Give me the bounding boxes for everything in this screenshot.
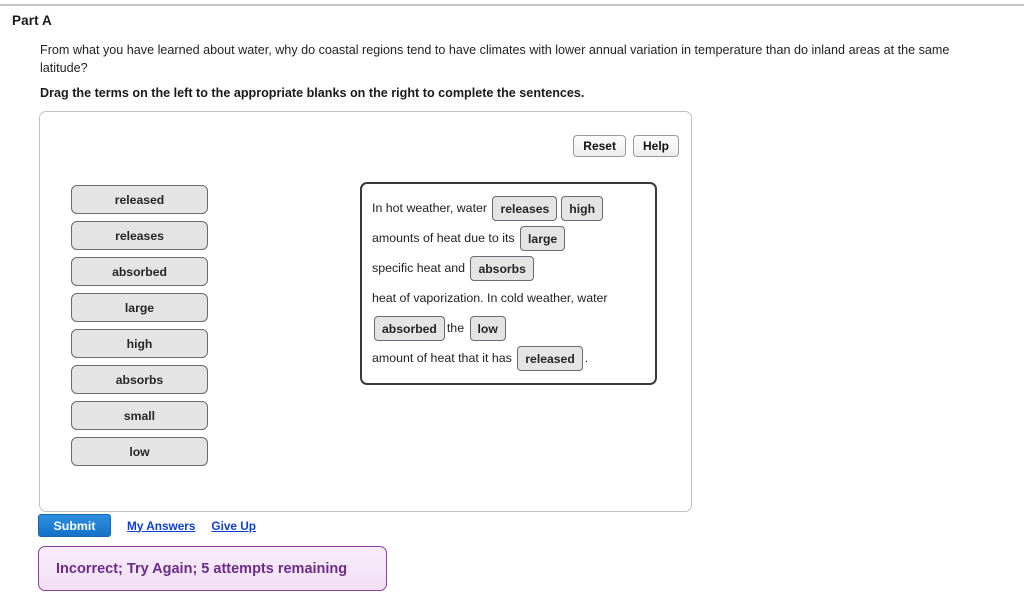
terms-bank: released releases absorbed large high absorbs… (71, 185, 208, 466)
panel-toolbar: Reset Help (573, 135, 679, 157)
filled-blank-released[interactable]: released (517, 346, 583, 372)
my-answers-link[interactable]: My Answers (127, 518, 196, 533)
page-title: Part A (12, 13, 52, 28)
term-tile-absorbs[interactable]: absorbs (71, 365, 208, 394)
action-row: Submit My Answers Give Up (38, 514, 256, 537)
activity-panel: Reset Help released releases absorbed large… (39, 111, 692, 512)
term-tile-low[interactable]: low (71, 437, 208, 466)
term-tile-large[interactable]: large (71, 293, 208, 322)
term-tile-high[interactable]: high (71, 329, 208, 358)
filled-blank-high[interactable]: high (561, 196, 604, 222)
top-divider (0, 4, 1024, 6)
filled-blank-releases[interactable]: releases (492, 196, 558, 222)
term-tile-releases[interactable]: releases (71, 221, 208, 250)
filled-blank-absorbed[interactable]: absorbed (374, 316, 445, 342)
sentence-text: the (446, 321, 465, 335)
sentence-text: . (584, 351, 589, 365)
sentence-text: specific heat and (372, 261, 465, 275)
filled-blank-low[interactable]: low (469, 316, 506, 342)
drag-instruction: Drag the terms on the left to the approp… (40, 86, 585, 100)
submit-button[interactable]: Submit (38, 514, 111, 537)
sentence-text: heat of vaporization. In cold weather, w… (372, 291, 608, 305)
feedback-banner: Incorrect; Try Again; 5 attempts remaini… (38, 546, 387, 591)
term-tile-released[interactable]: released (71, 185, 208, 214)
term-tile-small[interactable]: small (71, 401, 208, 430)
help-button[interactable]: Help (632, 135, 679, 157)
sentence-text: amount of heat that it has (372, 351, 512, 365)
give-up-link[interactable]: Give Up (211, 518, 256, 533)
sentence-text: amounts of heat due to its (372, 231, 515, 245)
filled-blank-large[interactable]: large (520, 226, 566, 252)
question-prompt: From what you have learned about water, … (40, 43, 950, 75)
reset-button[interactable]: Reset (573, 135, 626, 157)
term-tile-absorbed[interactable]: absorbed (71, 257, 208, 286)
sentence-text: In hot weather, water (372, 201, 488, 215)
filled-blank-absorbs[interactable]: absorbs (470, 256, 534, 282)
feedback-message: Incorrect; Try Again; 5 attempts remaini… (56, 560, 348, 577)
